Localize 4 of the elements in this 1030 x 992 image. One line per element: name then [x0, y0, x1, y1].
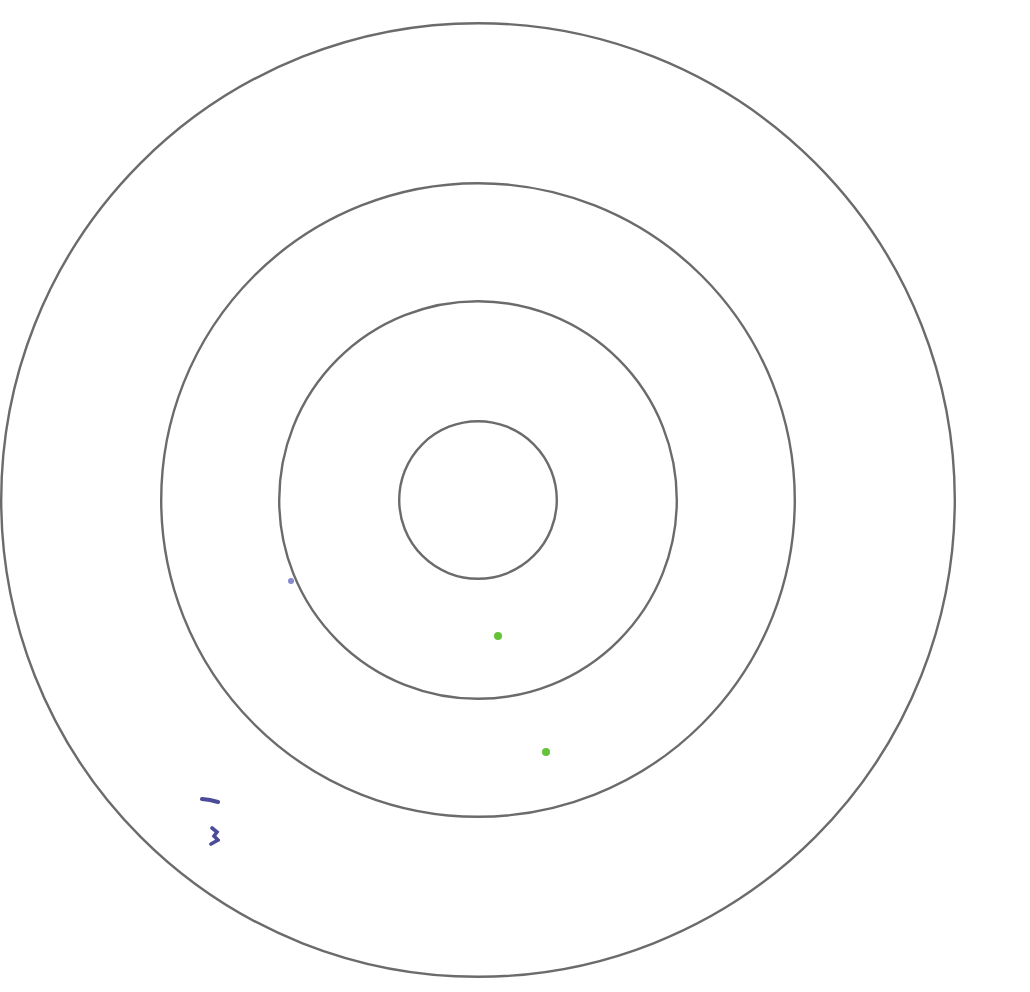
target-ring	[160, 182, 796, 818]
target-ring	[278, 300, 678, 700]
target-ring	[398, 420, 558, 580]
target-ring	[0, 22, 956, 978]
